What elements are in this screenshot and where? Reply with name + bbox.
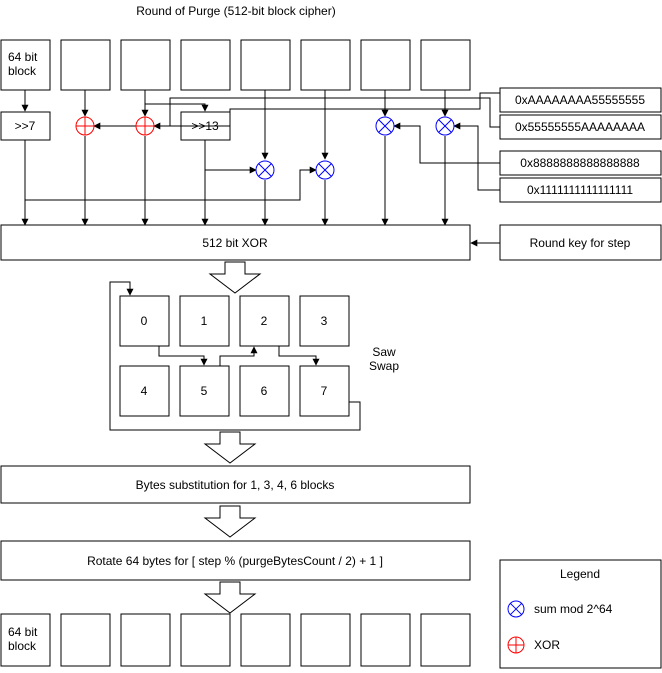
saw-swap-label-line1: Saw xyxy=(372,345,396,359)
sum-operator-2 xyxy=(315,160,335,180)
input-block-2 xyxy=(120,39,171,91)
flow-arrow-1 xyxy=(208,261,262,294)
grid-cell-label-1: 1 xyxy=(201,314,208,328)
grid-cell-label-3: 3 xyxy=(321,314,328,328)
constant-box-3 xyxy=(499,150,662,176)
output-block-7 xyxy=(420,613,471,667)
diagram-title: Round of Purge (512-bit block cipher) xyxy=(136,4,335,18)
flow-arrow-4 xyxy=(203,581,257,614)
constant-box-1 xyxy=(499,87,662,113)
output-block-0 xyxy=(0,613,51,667)
xor-512-label: 512 bit XOR xyxy=(202,236,268,250)
round-key-label: Round key for step xyxy=(530,236,631,250)
input-block-label-line1: 64 bit xyxy=(8,50,38,64)
input-block-7 xyxy=(420,39,471,91)
output-block-1 xyxy=(60,613,111,667)
xor-operator-1 xyxy=(75,116,95,136)
constant-label-3: 0x8888888888888888 xyxy=(520,156,640,170)
output-block-5 xyxy=(300,613,351,667)
shift-right-7-box xyxy=(0,111,51,141)
xor-operator-2 xyxy=(135,116,155,136)
legend-sum-label: sum mod 2^64 xyxy=(534,602,613,616)
grid-cell-label-6: 6 xyxy=(261,384,268,398)
sum-operator-1 xyxy=(255,160,275,180)
shift-right-7-label: >>7 xyxy=(15,119,36,133)
output-block-4 xyxy=(240,613,291,667)
grid-cell-label-0: 0 xyxy=(141,314,148,328)
grid-cell-7 xyxy=(299,365,350,417)
saw-swap-label-line2: Swap xyxy=(369,359,399,373)
output-block-label-line1: 64 bit xyxy=(8,625,38,639)
input-block-3 xyxy=(180,39,231,91)
legend-xor-label: XOR xyxy=(534,638,560,652)
saw-swap-wires xyxy=(109,281,361,431)
output-block-2 xyxy=(120,613,171,667)
constant-box-2 xyxy=(499,114,662,140)
rotate-box xyxy=(0,540,471,581)
flow-arrow-3 xyxy=(203,505,257,538)
legend-title: Legend xyxy=(560,567,600,581)
constant-label-2: 0x55555555AAAAAAAA xyxy=(515,120,645,134)
saw-swap-grid: 0 1 2 3 4 5 6 7 xyxy=(119,295,350,417)
input-blocks-row: 64 bit block xyxy=(0,39,471,91)
input-block-1 xyxy=(60,39,111,91)
grid-cell-5 xyxy=(179,365,230,417)
bytes-substitution-label: Bytes substitution for 1, 3, 4, 6 blocks xyxy=(136,478,335,492)
grid-cell-label-4: 4 xyxy=(141,384,148,398)
grid-cell-4 xyxy=(119,365,170,417)
legend: Legend sum mod 2^64 XOR xyxy=(499,559,662,669)
input-block-5 xyxy=(300,39,351,91)
output-blocks-row: 64 bit block xyxy=(0,613,471,667)
output-block-label-line2: block xyxy=(8,639,37,653)
output-block-3 xyxy=(180,613,231,667)
flow-arrow-2 xyxy=(203,431,257,464)
sum-operator-3 xyxy=(375,116,395,136)
grid-cell-3 xyxy=(299,295,350,347)
grid-cell-2 xyxy=(239,295,290,347)
grid-cell-6 xyxy=(239,365,290,417)
input-block-4 xyxy=(240,39,291,91)
grid-cell-label-2: 2 xyxy=(261,314,268,328)
round-key-box xyxy=(499,224,662,261)
constant-label-4: 0x1111111111111111 xyxy=(527,183,633,197)
grid-cell-label-5: 5 xyxy=(201,384,208,398)
bytes-substitution-box xyxy=(0,465,471,504)
sum-operator-4 xyxy=(435,116,455,136)
constant-label-1: 0xAAAAAAAA55555555 xyxy=(515,93,645,107)
grid-cell-0 xyxy=(119,295,170,347)
input-block-label-line2: block xyxy=(8,64,37,78)
rotate-label: Rotate 64 bytes for [ step % (purgeBytes… xyxy=(87,554,383,568)
grid-cell-1 xyxy=(179,295,230,347)
legend-box xyxy=(499,559,662,669)
legend-xor-icon xyxy=(507,636,525,654)
constant-box-4 xyxy=(499,177,662,203)
top-wires xyxy=(21,90,500,226)
legend-sum-icon xyxy=(507,600,525,618)
grid-cell-label-7: 7 xyxy=(321,384,328,398)
xor-512-box xyxy=(0,224,471,261)
output-block-6 xyxy=(360,613,411,667)
input-block-0 xyxy=(0,39,51,91)
input-block-6 xyxy=(360,39,411,91)
